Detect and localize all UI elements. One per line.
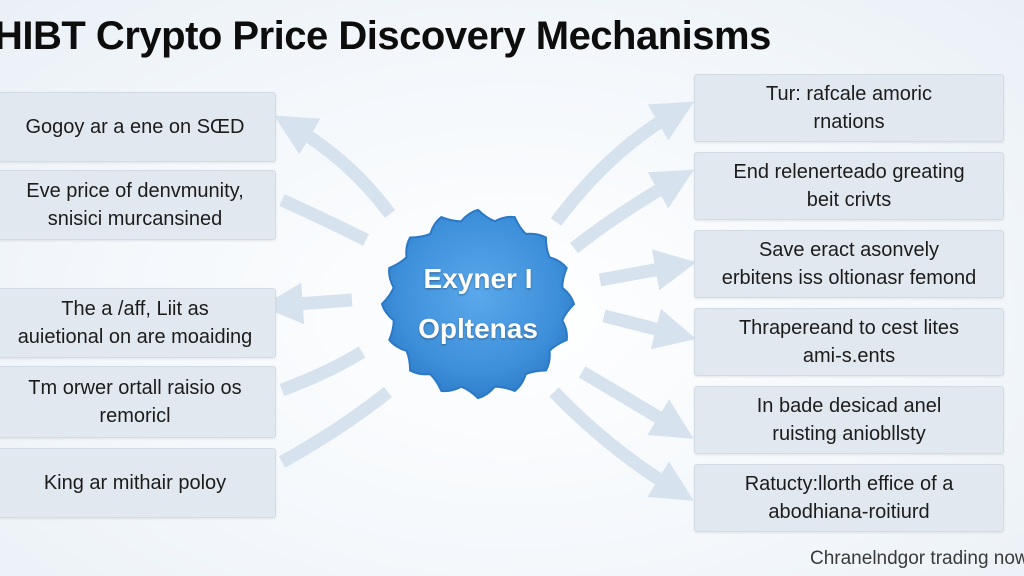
left-box-1-line1: Gogoy ar a ene on SŒD	[25, 116, 245, 138]
right-box-3-line2: erbitens iss oltionasr femond	[721, 267, 977, 289]
arrow-right-5	[578, 366, 694, 439]
right-box-2-line2: beit crivts	[806, 189, 892, 211]
right-box-5-line2: ruisting aniobllsty	[772, 423, 926, 445]
right-box-3: Save eract asonvely erbitens iss oltiona…	[694, 230, 1004, 298]
left-box-5: King ar mithair poloy	[0, 448, 276, 518]
left-box-5-line1: King ar mithair poloy	[43, 472, 227, 494]
left-box-4-line1: Tm orwer ortall raisio os	[28, 377, 242, 399]
right-box-5: In bade desicad anel ruisting aniobllsty	[694, 386, 1004, 454]
watermark-text: Chranelndgor trading now	[810, 548, 1024, 569]
right-box-4: Thrapereand to cest lites ami-s.ents	[694, 308, 1004, 376]
right-box-3-line1: Save eract asonvely	[758, 239, 940, 261]
right-box-5-line1: In bade desicad anel	[756, 395, 942, 417]
right-box-2: End relenerteado greating beit crivts	[694, 152, 1004, 220]
right-box-1-line1: Tur: rafcale amoric	[766, 83, 932, 105]
arrow-right-3	[598, 249, 697, 291]
hub-label: Exyner I Opltenas	[372, 206, 584, 402]
right-box-6-line1: Ratucty:llorth effice of a	[744, 473, 954, 495]
page-title: HIBT Crypto Price Discovery Mechanisms	[0, 14, 771, 58]
right-box-1: Tur: rafcale amoric rnations	[694, 74, 1004, 142]
right-box-4-line1: Thrapereand to cest lites	[738, 317, 960, 339]
left-box-2: Eve price of denvmunity, snisici murcans…	[0, 170, 276, 240]
arrow-left-2	[279, 194, 369, 246]
left-box-4-line2: remoricl	[99, 405, 171, 427]
arrow-right-6	[549, 387, 694, 501]
arrow-left-5	[278, 386, 393, 468]
right-box-4-line2: ami-s.ents	[802, 345, 896, 367]
left-box-3-line2: auietional on are moaiding	[17, 326, 253, 348]
left-box-3-line1: The a /aff, Liit as	[61, 298, 209, 320]
arrow-right-1	[550, 101, 695, 226]
hub-label-line1: Exyner I	[423, 263, 533, 294]
arrow-left-3	[261, 282, 353, 325]
left-box-4: Tm orwer ortall raisio os remoricl	[0, 366, 276, 438]
arrow-left-4	[279, 346, 366, 397]
left-box-2-line2: snisici murcansined	[47, 208, 223, 230]
left-box-2-line1: Eve price of denvmunity,	[26, 180, 244, 202]
arrow-right-2	[569, 169, 695, 254]
right-box-6: Ratucty:llorth effice of a abodhiana-roi…	[694, 464, 1004, 532]
right-box-2-line1: End relenerteado greating	[733, 161, 965, 183]
hub-label-line2: Opltenas	[418, 313, 538, 344]
left-box-1: Gogoy ar a ene on SŒD	[0, 92, 276, 162]
right-box-1-line2: rnations	[813, 111, 885, 133]
hub-badge	[380, 208, 576, 400]
right-box-6-line2: abodhiana-roitiurd	[768, 501, 930, 523]
left-box-3: The a /aff, Liit as auietional on are mo…	[0, 288, 276, 358]
arrow-right-4	[602, 308, 697, 350]
arrow-left-1	[274, 115, 396, 218]
